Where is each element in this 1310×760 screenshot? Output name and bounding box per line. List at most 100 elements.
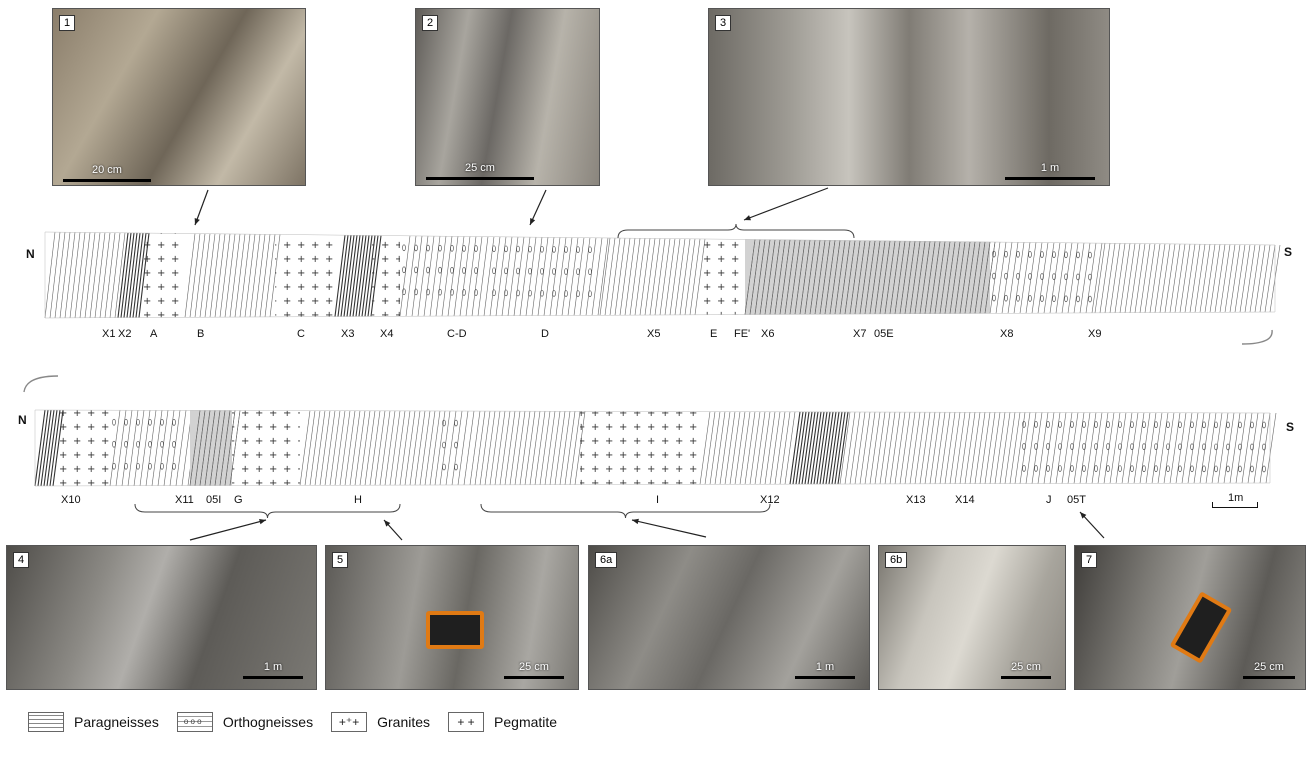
foliation-line <box>1229 244 1241 313</box>
augen-symbol <box>1130 443 1134 450</box>
augen-symbol <box>564 246 568 253</box>
foliation-line <box>429 236 441 317</box>
foliation-line <box>629 238 641 316</box>
sample-label: X1 <box>102 328 116 340</box>
foliation-line <box>43 409 55 487</box>
augen-symbol <box>1028 251 1032 258</box>
foliation-line <box>969 412 981 484</box>
augen-symbol <box>450 289 454 296</box>
foliation-line <box>754 239 766 315</box>
augen-symbol <box>564 268 568 275</box>
device-in-photo <box>426 611 484 649</box>
foliation-line <box>358 235 370 317</box>
augen-symbol <box>124 440 128 448</box>
foliation-line <box>1244 244 1256 313</box>
granite-zone <box>232 410 300 486</box>
sample-label: X2 <box>118 328 132 340</box>
foliation-line <box>899 412 911 484</box>
foliation-line <box>954 241 966 314</box>
augen-symbol <box>1058 421 1062 428</box>
foliation-line <box>1061 242 1073 314</box>
augen-symbol <box>136 418 140 426</box>
foliation-line <box>934 241 946 314</box>
foliation-line <box>1199 412 1211 484</box>
foliation-line <box>979 412 991 484</box>
foliation-line <box>340 235 352 317</box>
augen-symbol <box>1076 273 1080 281</box>
foliation-line <box>679 238 691 315</box>
foliation-line <box>1189 244 1201 313</box>
augen-symbol <box>1178 443 1182 451</box>
foliation-line <box>795 411 807 485</box>
foliation-line <box>324 410 336 486</box>
foliation-line <box>874 412 886 485</box>
foliation-line <box>209 233 221 318</box>
foliation-line <box>749 239 761 315</box>
section-top-south: S <box>1284 245 1293 259</box>
augen-symbol <box>1004 294 1008 302</box>
section-bottom-south: S <box>1286 420 1295 434</box>
foliation-line <box>419 410 431 486</box>
foliation-line <box>699 411 711 485</box>
sample-label: X10 <box>61 494 81 506</box>
foliation-line <box>649 238 661 316</box>
scale-label: 1 m <box>263 661 283 673</box>
foliation-line <box>534 411 546 485</box>
sample-label: C <box>297 328 305 340</box>
foliation-line <box>844 240 856 315</box>
legend-item-paragneisses: Paragneisses <box>28 712 159 732</box>
foliation-line <box>1184 244 1196 313</box>
augen-symbol <box>588 268 592 276</box>
sample-label: H <box>354 494 362 506</box>
foliation-line <box>729 411 741 485</box>
augen-symbol <box>1166 465 1170 473</box>
augen-symbol <box>1238 465 1242 473</box>
photo-7: 7 25 cm <box>1074 545 1306 690</box>
foliation-line <box>854 411 866 485</box>
augen-symbol <box>528 267 532 275</box>
augen-symbol <box>454 463 458 471</box>
scale-label: 25 cm <box>465 162 495 174</box>
augen-symbol <box>1250 421 1254 429</box>
augen-symbol <box>992 250 996 258</box>
foliation-line <box>844 411 856 485</box>
foliation-line <box>219 410 231 486</box>
foliation-line <box>254 234 266 318</box>
scale-label: 25 cm <box>1011 661 1041 673</box>
foliation-line <box>354 410 366 486</box>
augen-symbol <box>442 463 446 471</box>
foliation-line <box>849 411 861 485</box>
augen-symbol <box>1064 273 1068 281</box>
foliation-line <box>399 235 411 317</box>
foliation-line <box>343 235 355 317</box>
foliation-line <box>1234 244 1246 313</box>
foliation-line <box>489 236 501 316</box>
augen-symbol <box>1040 295 1044 302</box>
foliation-line <box>831 411 843 485</box>
foliation-line <box>209 410 221 486</box>
augen-symbol <box>528 289 532 297</box>
foliation-line <box>94 232 106 318</box>
foliation-line <box>569 411 581 485</box>
foliation-line <box>939 412 951 484</box>
photo-number: 6b <box>885 552 908 568</box>
granite-swatch: +⁺+ <box>331 712 368 732</box>
foliation-line <box>984 412 996 484</box>
foliation-line <box>934 412 946 484</box>
sample-label: 05T <box>1067 494 1086 506</box>
augen-symbol <box>1226 421 1230 429</box>
bracket <box>480 503 771 519</box>
foliation-line <box>423 236 435 317</box>
augen-symbol <box>1154 443 1158 451</box>
foliation-line <box>513 237 525 316</box>
foliation-line <box>909 412 921 484</box>
photo-2: 2 25 cm <box>415 8 600 186</box>
foliation-line <box>479 411 491 485</box>
foliation-line <box>361 235 373 317</box>
augen-symbol <box>1028 295 1032 302</box>
foliation-line <box>1049 242 1061 314</box>
foliation-line <box>259 234 271 317</box>
foliation-line <box>1214 244 1226 313</box>
foliation-line <box>1091 243 1103 313</box>
